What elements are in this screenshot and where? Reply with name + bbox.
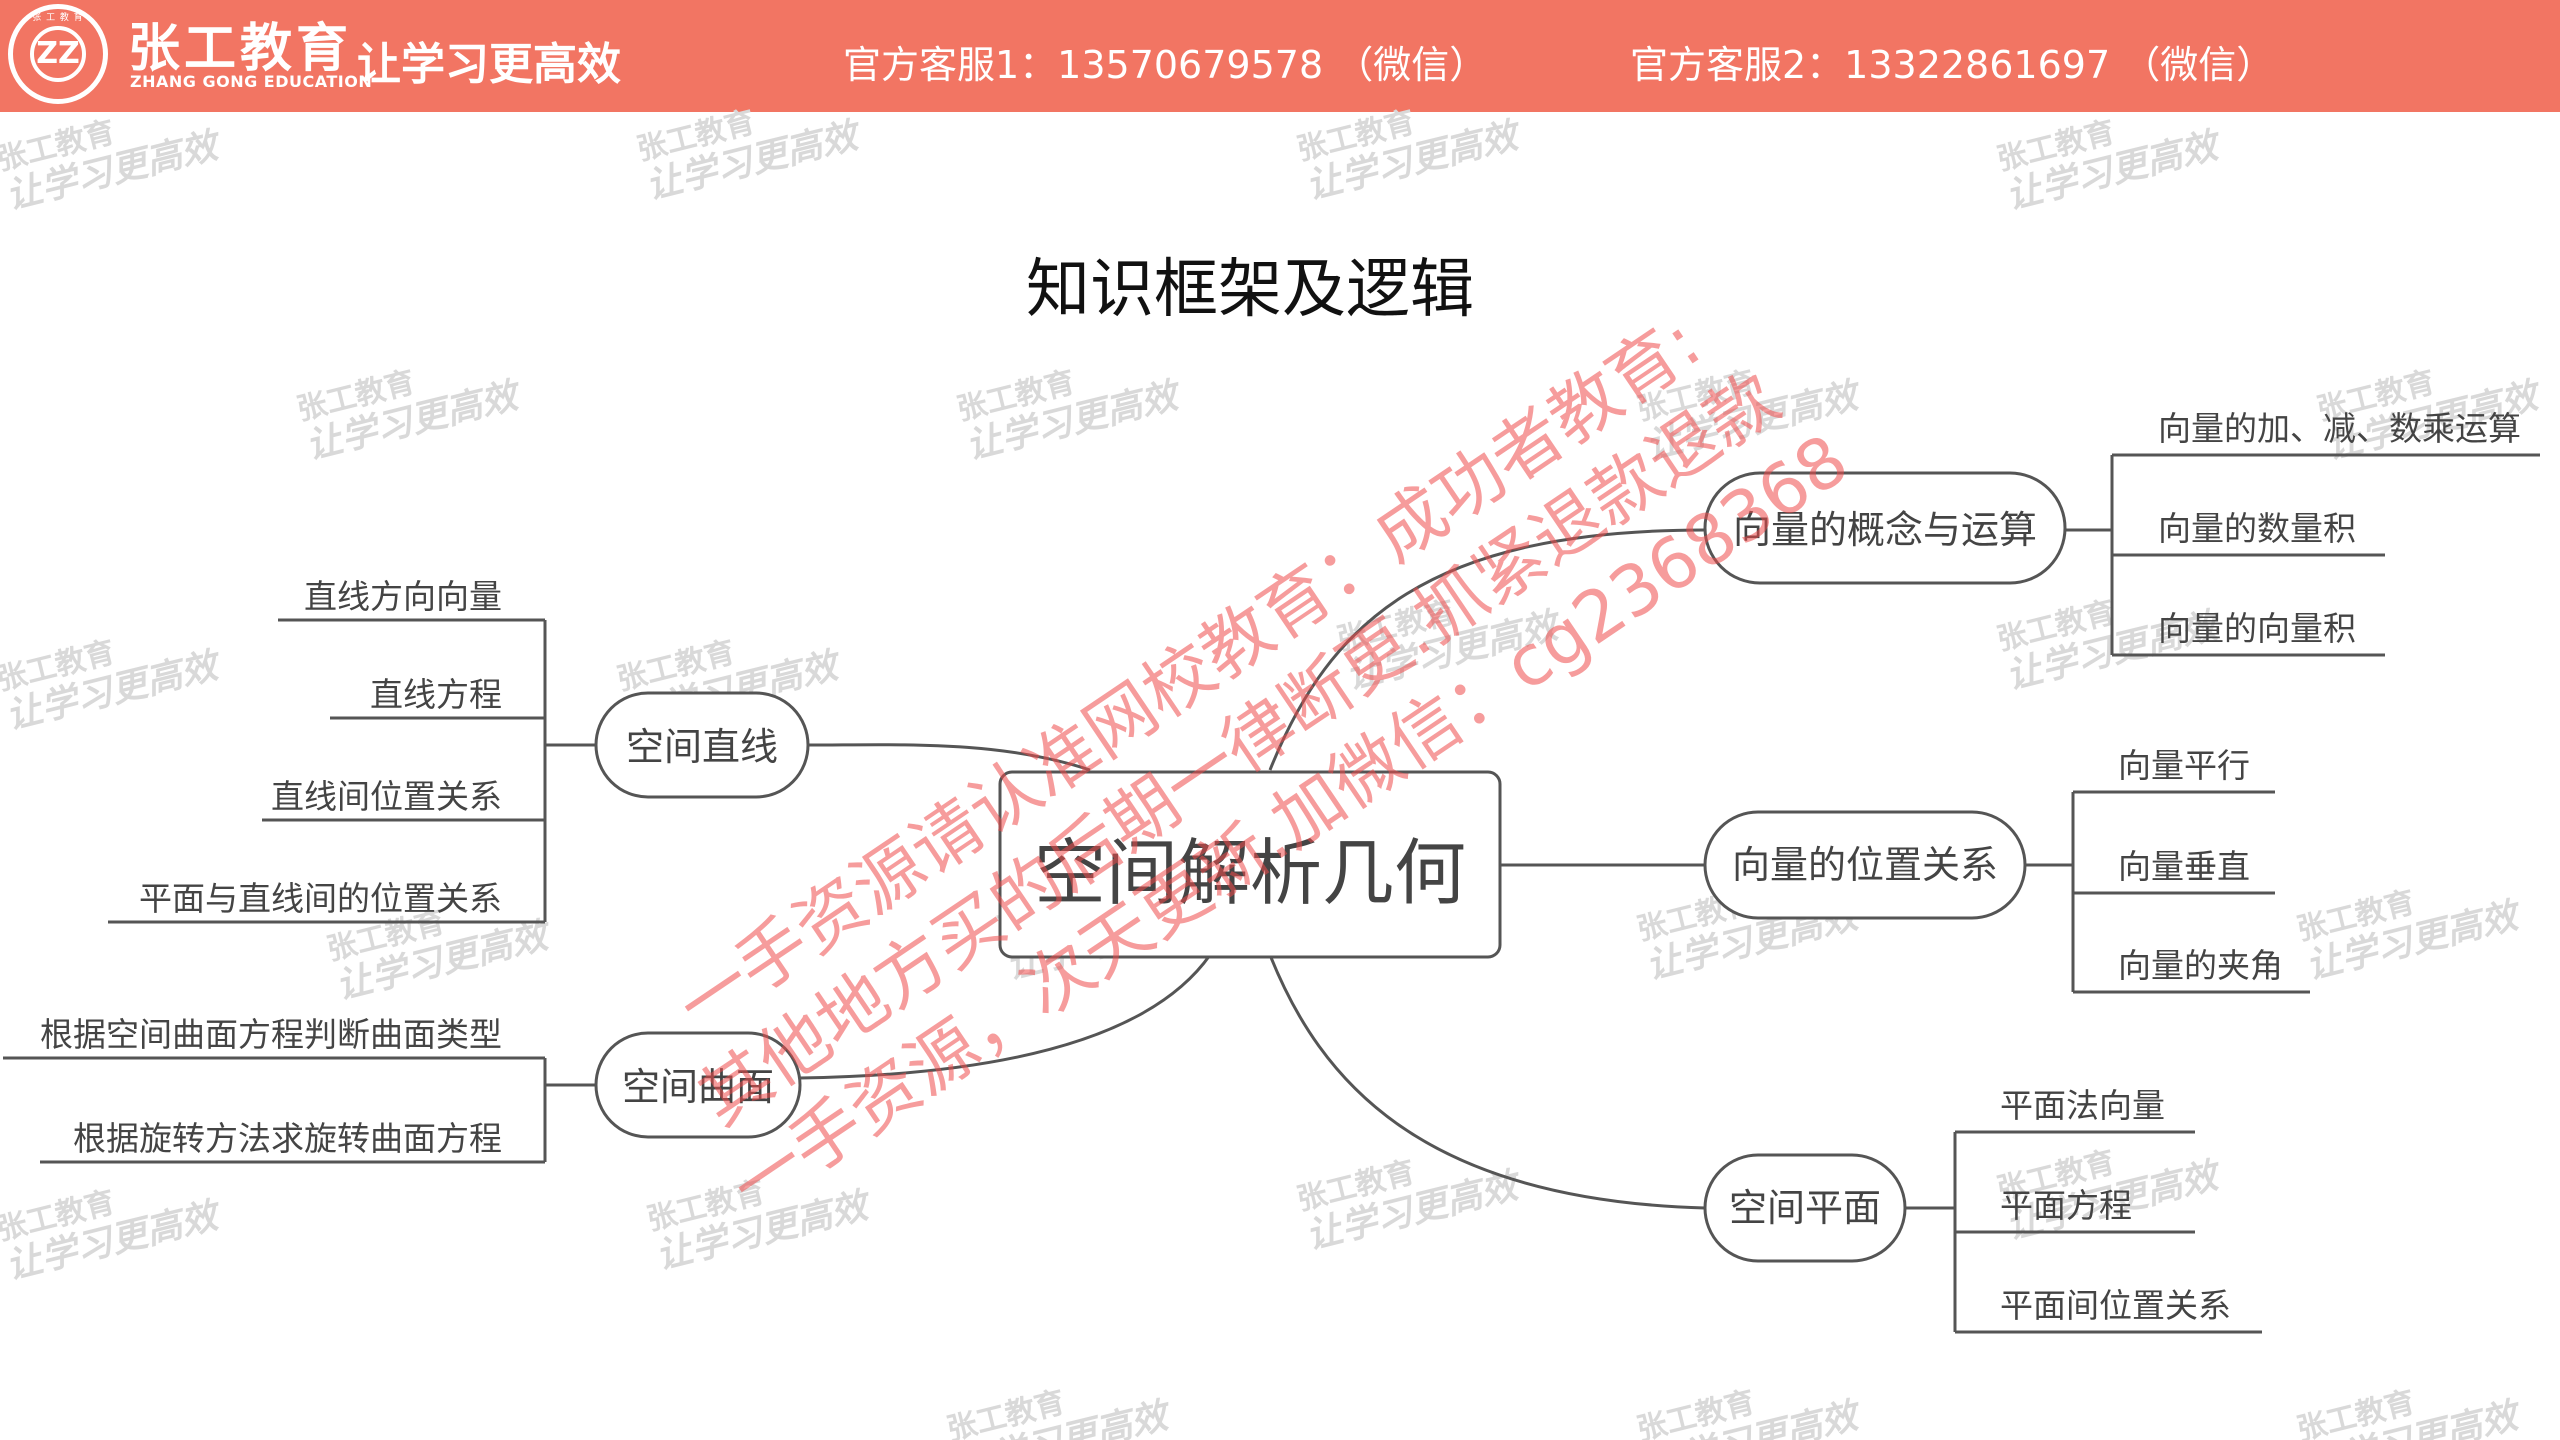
leaf-surface-2: 根据旋转方法求旋转曲面方程 [73, 1119, 502, 1158]
logo-icon: 张 工 教 育 ZZ [8, 4, 108, 104]
leaf-line-2: 直线方程 [370, 675, 502, 714]
leaf-line-1: 直线方向向量 [304, 577, 502, 616]
brand-name-en: ZHANG GONG EDUCATION [130, 72, 373, 91]
brand-name: 张工教育 [128, 19, 353, 79]
leaf-vector-pos-1: 向量平行 [2118, 746, 2250, 785]
contact-2: 官方客服2：13322861697 （微信） [1630, 43, 2275, 87]
root-node [998, 770, 1502, 959]
branch-node-plane [1703, 1153, 1907, 1263]
page-title: 知识框架及逻辑 [1026, 253, 1474, 327]
branch-node-vector-pos [1703, 810, 2027, 920]
leaf-plane-2: 平面方程 [2000, 1186, 2132, 1225]
root-label: 空间解析几何 [1034, 831, 1466, 915]
branch-label-line: 空间直线 [626, 725, 778, 769]
branch-node-vector-ops [1703, 471, 2067, 585]
brand-slogan: 让学习更高效 [357, 39, 621, 90]
contact-1: 官方客服1：13570679578 （微信） [843, 43, 1488, 87]
connector-lines [3, 453, 2540, 1334]
leaf-surface-1: 根据空间曲面方程判断曲面类型 [40, 1015, 502, 1054]
branch-label-vector-ops: 向量的概念与运算 [1733, 508, 2037, 552]
logo-ring-text: 张 工 教 育 [32, 13, 84, 23]
branch-node-line [594, 691, 810, 799]
leaf-line-3: 直线间位置关系 [271, 777, 502, 816]
branch-label-surface: 空间曲面 [622, 1065, 774, 1109]
leaf-plane-1: 平面法向量 [2000, 1086, 2165, 1125]
leaf-line-4: 平面与直线间的位置关系 [139, 879, 502, 918]
leaf-plane-3: 平面间位置关系 [2000, 1286, 2231, 1325]
header-bar: 张 工 教 育 ZZ 张工教育 ZHANG GONG EDUCATION 让学习… [0, 0, 2560, 112]
branch-label-vector-pos: 向量的位置关系 [1732, 843, 1998, 887]
branch-node-surface [594, 1031, 802, 1139]
branch-label-plane: 空间平面 [1729, 1186, 1881, 1230]
logo-letters: ZZ [30, 26, 86, 82]
leaf-vector-pos-3: 向量的夹角 [2118, 946, 2283, 985]
leaf-vector-pos-2: 向量垂直 [2118, 847, 2250, 886]
leaf-vector-ops-1: 向量的加、减、数乘运算 [2158, 409, 2521, 448]
leaf-vector-ops-2: 向量的数量积 [2158, 509, 2356, 548]
leaf-vector-ops-3: 向量的向量积 [2158, 609, 2356, 648]
